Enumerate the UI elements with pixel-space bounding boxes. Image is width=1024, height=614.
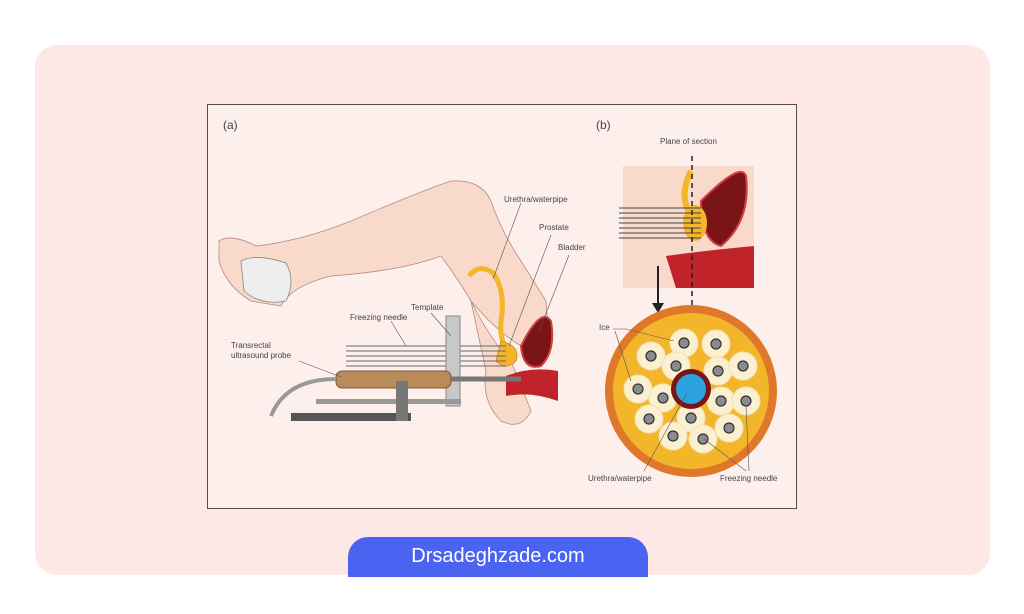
label-urethra-b: Urethra/waterpipe: [588, 474, 652, 483]
panel-a-label: (a): [223, 118, 238, 132]
arrow-down-icon: [652, 303, 664, 313]
label-template: Template: [411, 303, 444, 312]
label-freezing-needle-a: Freezing needle: [350, 313, 408, 322]
needle-dots: [632, 337, 752, 445]
template-shape: [445, 315, 461, 407]
bladder-shape: [519, 315, 554, 368]
label-urethra-a: Urethra/waterpipe: [504, 195, 568, 204]
label-probe-line1: Transrectal: [231, 341, 271, 350]
freezing-needles-a: [346, 345, 506, 367]
prostate-shape: [495, 340, 518, 367]
cryotherapy-figure: (a) (b) Urethra/waterpipe Prostate Bladd…: [207, 104, 797, 509]
label-ice: Ice: [599, 323, 610, 332]
urethra-lumen: [676, 374, 706, 404]
ultrasound-probe-shape: [335, 370, 452, 389]
panel-b-label: (b): [596, 118, 611, 132]
label-bladder: Bladder: [558, 243, 586, 252]
label-probe-line2: ultrasound probe: [231, 351, 292, 360]
figure-illustration: [218, 156, 777, 477]
label-plane-of-section: Plane of section: [660, 137, 717, 146]
label-prostate: Prostate: [539, 223, 569, 232]
label-freezing-needle-b: Freezing needle: [720, 474, 778, 483]
website-link[interactable]: Drsadeghzade.com: [348, 537, 648, 577]
